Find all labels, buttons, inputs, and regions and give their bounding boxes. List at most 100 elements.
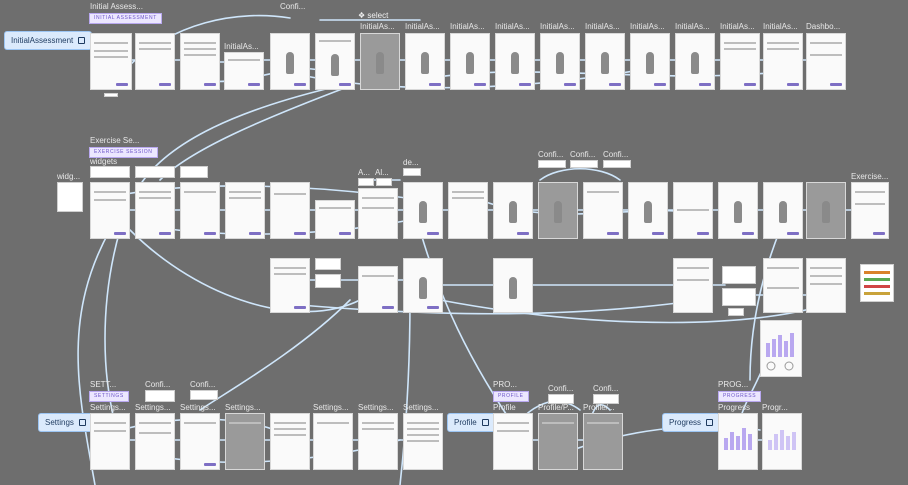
frame-label: Confi... [570,150,596,159]
widget-frame[interactable] [570,160,598,168]
frame-label: Confi... [190,380,216,389]
screen-frame[interactable] [135,182,175,239]
screen-frame[interactable] [180,182,220,239]
frame-icon [78,37,86,44]
screen-frame[interactable] [493,182,533,239]
screen-frame[interactable] [180,33,220,90]
screen-frame[interactable] [718,182,758,239]
color-palette[interactable] [860,264,894,302]
frame-label: InitialAs... [585,22,620,31]
screen-frame[interactable] [90,413,130,470]
frame-label: Dashbo... [806,22,841,31]
section-profile[interactable]: Profile [447,413,496,432]
widget-frame[interactable] [403,168,421,176]
screen-frame[interactable] [358,413,398,470]
screen-frame[interactable] [493,413,533,470]
tag-initial-assessment[interactable]: INITIAL ASSESSMENT [89,13,162,24]
screen-frame[interactable] [630,33,670,90]
screen-frame[interactable] [540,33,580,90]
screen-frame[interactable] [270,33,310,90]
screen-frame[interactable] [628,182,668,239]
screen-frame[interactable] [720,33,760,90]
frame-label: Confi... [145,380,171,389]
screen-frame[interactable] [493,258,533,313]
screen-frame[interactable] [90,33,132,90]
frame-icon [706,419,714,426]
screen-frame[interactable] [763,182,803,239]
widget-frame[interactable] [315,258,341,270]
tag-progress[interactable]: PROGRESS [718,391,762,402]
screen-frame[interactable] [313,413,353,470]
select-text: select [367,11,389,20]
screen-frame[interactable] [270,182,310,239]
screen-frame[interactable] [806,33,846,90]
widget-frame[interactable] [376,178,392,186]
widget-frame[interactable] [722,266,756,284]
screen-frame[interactable] [583,182,623,239]
screen-frame[interactable] [358,266,398,313]
screen-frame[interactable] [763,258,803,313]
widget-frame[interactable] [180,166,208,178]
screen-frame[interactable] [358,188,398,239]
widget-frame[interactable] [145,390,175,402]
widget-frame[interactable] [358,178,374,186]
screen-frame[interactable] [270,258,310,313]
screen-frame[interactable] [403,182,443,239]
screen-frame[interactable] [806,182,846,239]
section-label: Progress [669,418,702,427]
screen-frame[interactable] [135,33,175,90]
widget-frame[interactable] [315,274,341,288]
section-progress[interactable]: Progress [662,413,721,432]
frame-label: A... [358,168,371,177]
progress-screen-frame[interactable] [762,413,802,470]
screen-frame[interactable] [224,52,264,90]
screen-frame[interactable] [763,33,803,90]
widget-frame[interactable] [57,182,83,212]
screen-frame[interactable] [225,182,265,239]
tag-settings[interactable]: SETTINGS [89,391,129,402]
screen-frame[interactable] [673,258,713,313]
widget-frame[interactable] [90,166,130,178]
screen-frame[interactable] [448,182,488,239]
widget-frame[interactable] [603,160,631,168]
widget-frame[interactable] [135,166,175,178]
widget-frame[interactable] [728,308,744,316]
section-initial-assessment[interactable]: InitialAssessment [4,31,93,50]
screen-frame[interactable] [315,33,355,90]
section-label: Settings [45,418,74,427]
screen-frame[interactable] [585,33,625,90]
mini-frame[interactable] [104,93,118,97]
screen-frame[interactable] [270,413,310,470]
screen-frame[interactable] [180,413,220,470]
screen-frame[interactable] [403,258,443,313]
progress-chart-frame[interactable] [760,320,802,377]
tag-profile[interactable]: PROFILE [493,391,529,402]
widget-frame[interactable] [593,394,619,404]
screen-frame[interactable] [405,33,445,90]
screen-frame[interactable] [495,33,535,90]
widget-frame[interactable] [722,288,756,306]
screen-frame[interactable] [583,413,623,470]
screen-frame[interactable] [135,413,175,470]
section-settings[interactable]: Settings [38,413,93,432]
widget-frame[interactable] [190,390,218,400]
widget-frame[interactable] [548,394,574,404]
screen-frame[interactable] [806,258,846,313]
screen-frame[interactable] [315,200,355,239]
palette-swatch [864,292,890,295]
screen-frame[interactable] [90,182,130,239]
screen-frame[interactable] [851,182,889,239]
widget-frame[interactable] [538,160,566,168]
screen-frame[interactable] [225,413,265,470]
screen-frame[interactable] [673,182,713,239]
progress-screen-frame[interactable] [718,413,758,470]
tag-exercise-session[interactable]: EXERCISE SESSION [89,147,158,158]
screen-frame[interactable] [360,33,400,90]
screen-frame[interactable] [450,33,490,90]
screen-frame[interactable] [538,413,578,470]
frame-label: Profile [493,403,516,412]
screen-frame[interactable] [403,413,443,470]
screen-frame[interactable] [538,182,578,239]
screen-frame[interactable] [675,33,715,90]
